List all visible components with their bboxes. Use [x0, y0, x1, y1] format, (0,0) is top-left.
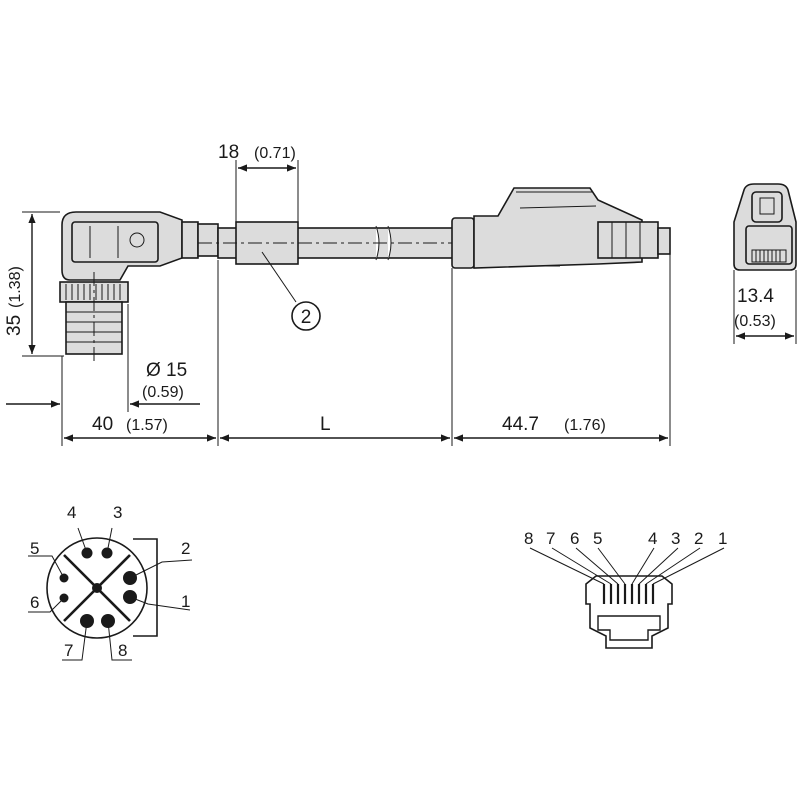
m12-label-4: 4 [67, 503, 76, 522]
rj45-front-view [733, 183, 797, 271]
dim-40-alt: (1.57) [126, 417, 168, 434]
dim-13-value: 13.4 [737, 286, 774, 307]
m12-label-1: 1 [181, 592, 190, 611]
dim-13-alt: (0.53) [734, 313, 776, 330]
dim-L-value: L [320, 414, 331, 435]
dim-44-alt: (1.76) [564, 417, 606, 434]
dimension-lines [6, 160, 797, 446]
rj45-connector [451, 187, 671, 269]
m12-label-5: 5 [30, 539, 39, 558]
callout-2-label: 2 [301, 307, 312, 328]
m12-label-2: 2 [181, 539, 190, 558]
dim-diameter-alt: (0.59) [142, 384, 184, 401]
m12-label-7: 7 [64, 641, 73, 660]
rj45-label-6: 6 [570, 529, 579, 548]
cable [198, 221, 670, 265]
dim-18-alt: (0.71) [254, 145, 296, 162]
rj45-label-5: 5 [593, 529, 602, 548]
dim-44-value: 44.7 [502, 414, 539, 435]
callout-2: 2 [291, 301, 321, 331]
m12-pin-face [28, 527, 193, 661]
m12-center-pin [92, 583, 102, 593]
m12-label-6: 6 [30, 593, 39, 612]
rj45-label-8: 8 [524, 529, 533, 548]
rj45-pinout [529, 547, 725, 649]
dim-40-value: 40 [92, 414, 113, 435]
dim-35-alt: (1.38) [7, 266, 24, 308]
m12-label-3: 3 [113, 503, 122, 522]
rj45-label-1: 1 [718, 529, 727, 548]
rj45-label-2: 2 [694, 529, 703, 548]
rj45-label-4: 4 [648, 529, 657, 548]
m12-angled-connector [59, 211, 219, 362]
dim-35-value: 35 [4, 315, 25, 336]
rj45-label-3: 3 [671, 529, 680, 548]
m12-label-8: 8 [118, 641, 127, 660]
rj45-label-7: 7 [546, 529, 555, 548]
dim-18-value: 18 [218, 142, 239, 163]
dim-diameter-value: Ø 15 [146, 360, 187, 381]
